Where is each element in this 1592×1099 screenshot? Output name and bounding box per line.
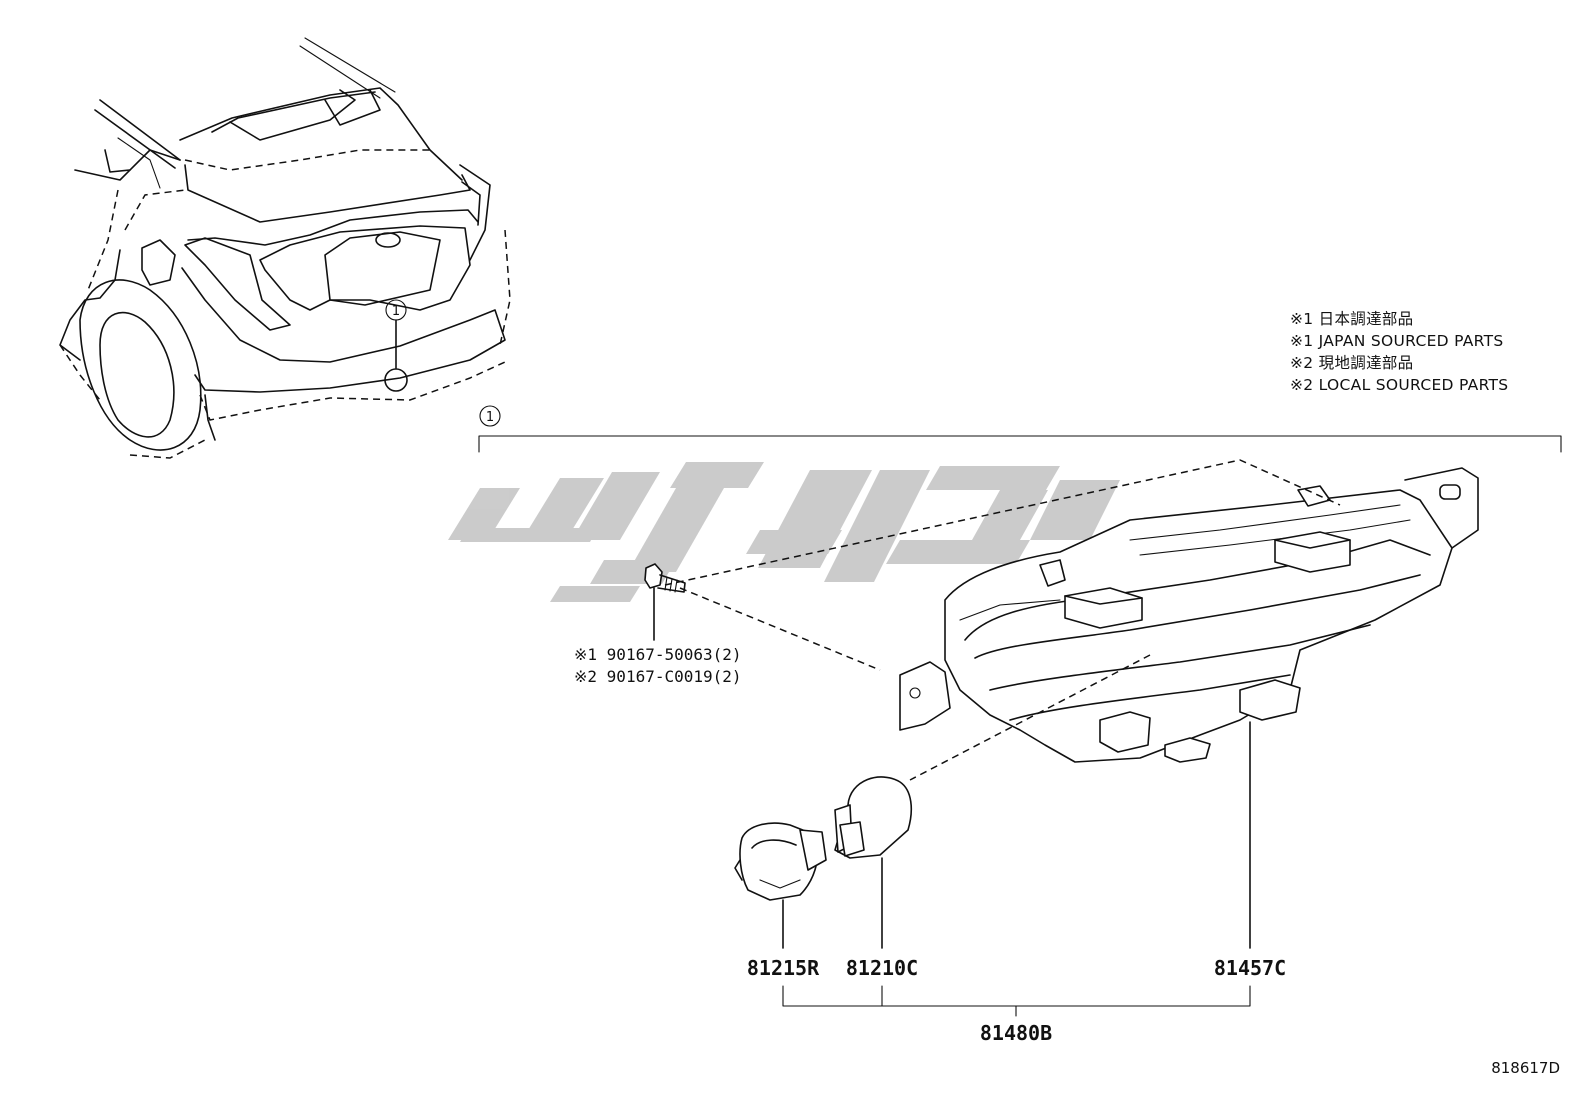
- note-line-2: ※1 JAPAN SOURCED PARTS: [1290, 332, 1504, 350]
- installation-dashes: [664, 459, 1341, 781]
- fastener-label-local: ※2 90167-C0019(2): [574, 667, 742, 686]
- bulb: [834, 776, 913, 949]
- part-label-lens-housing: 81457C: [1214, 956, 1286, 980]
- fastener-label-japan: ※1 90167-50063(2): [574, 645, 742, 664]
- vehicle-callout: 1: [385, 299, 407, 369]
- note-line-1: ※1 日本調達部品: [1290, 310, 1413, 328]
- vehicle-callout-label: 1: [392, 304, 400, 319]
- screw-fastener: [644, 563, 686, 641]
- watermark-logo: [448, 462, 1120, 602]
- part-label-bulb: 81210C: [846, 956, 918, 980]
- fog-lamp-housing: [899, 467, 1479, 763]
- note-line-4: ※2 LOCAL SOURCED PARTS: [1290, 376, 1508, 394]
- part-label-assembly: 81480B: [980, 1021, 1052, 1045]
- note-line-3: ※2 現地調達部品: [1290, 354, 1413, 372]
- part-number-labels: 81215R 81210C 81457C 81480B: [747, 956, 1286, 1045]
- part-label-socket: 81215R: [747, 956, 820, 980]
- assembly-callout-label: 1: [486, 410, 494, 425]
- fastener-labels: ※1 90167-50063(2) ※2 90167-C0019(2): [574, 645, 742, 686]
- assembly-bracket: 1: [478, 405, 1562, 453]
- diagram-id: 818617D: [1491, 1059, 1560, 1077]
- socket: [734, 822, 827, 949]
- notes-block: ※1 日本調達部品 ※1 JAPAN SOURCED PARTS ※2 現地調達…: [1290, 310, 1508, 394]
- vehicle-rear-illustration: [59, 37, 511, 459]
